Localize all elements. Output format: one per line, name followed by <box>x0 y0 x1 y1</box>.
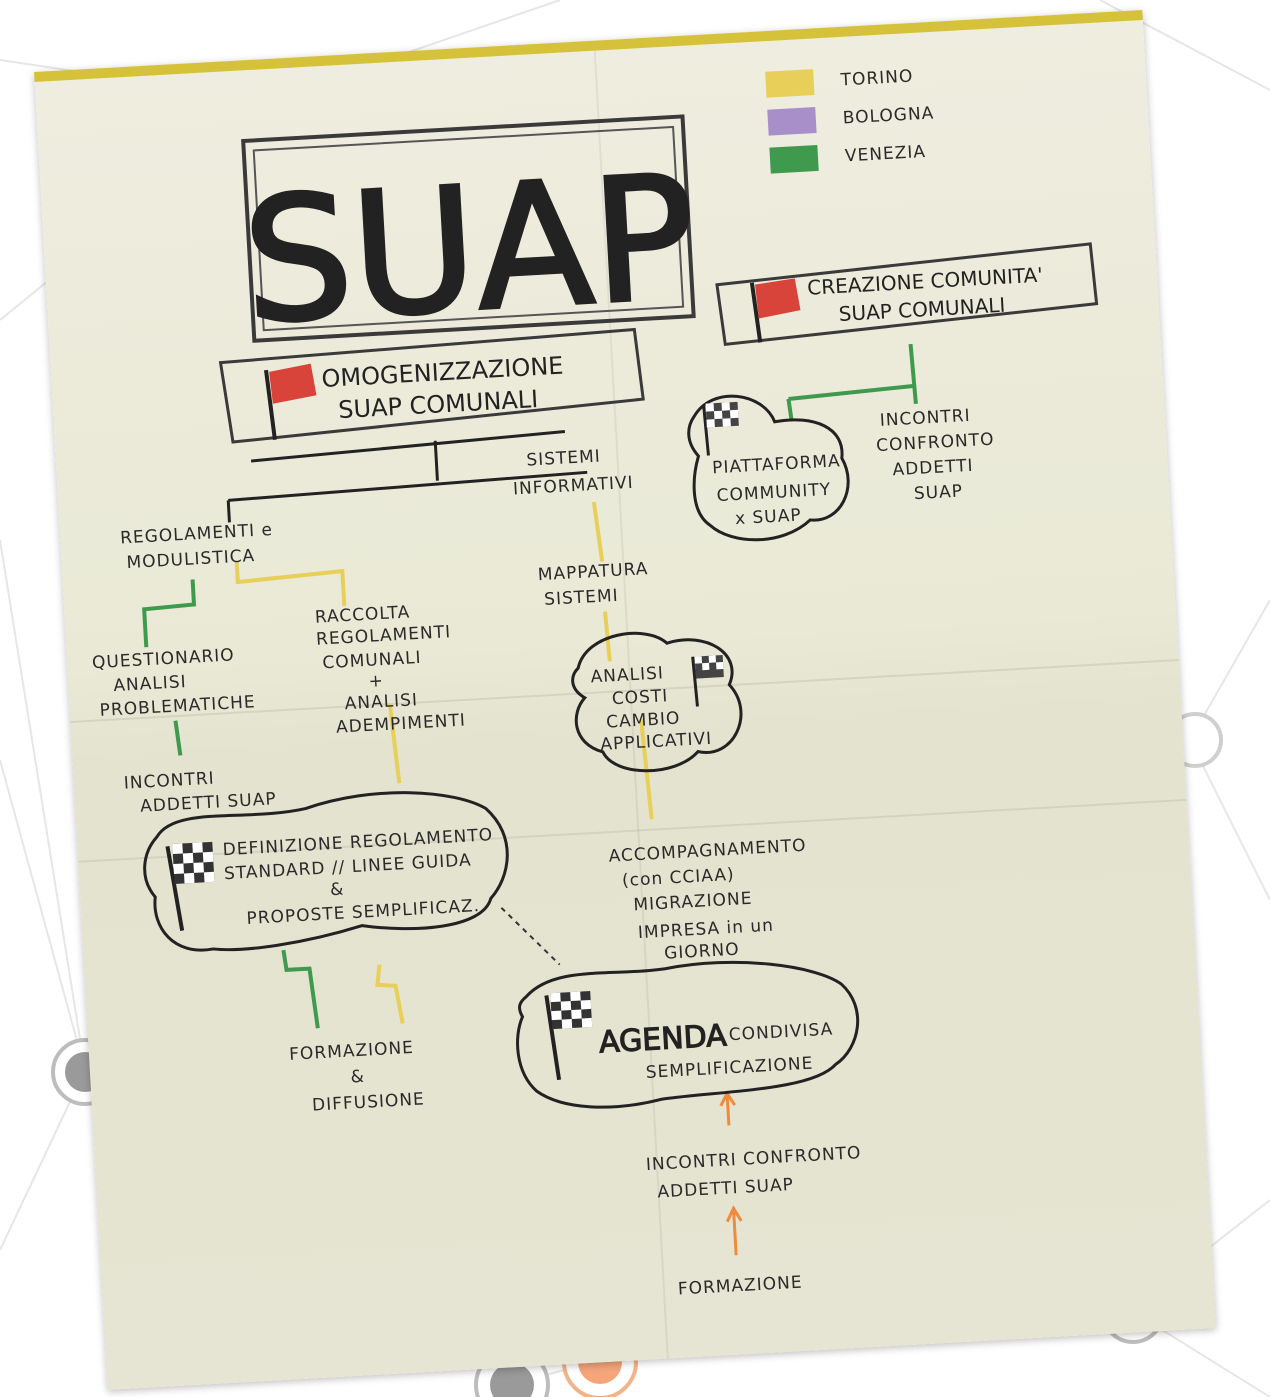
node-analisi-costi-line4: APPLICATIVI <box>600 729 713 755</box>
goal-left-line2: SUAP COMUNALI <box>338 385 539 424</box>
node-questionario-line1: QUESTIONARIO <box>92 645 236 673</box>
node-incontri-confronto-line3: ADDETTI <box>892 456 974 480</box>
milestone-piattaforma: PIATTAFORMA COMMUNITY x SUAP <box>687 394 850 542</box>
node-raccolta-line3: COMUNALI <box>322 648 422 674</box>
node-questionario-line2: ANALISI <box>113 672 187 696</box>
node-sistemi-line1: SISTEMI <box>526 447 601 471</box>
node-formazione-diffusione-line1: FORMAZIONE <box>289 1038 415 1065</box>
title-box: SUAP <box>237 114 702 364</box>
goal-right-line2: SUAP COMUNALI <box>838 293 1006 326</box>
node-incontri-confronto-line4: SUAP <box>913 481 963 504</box>
connectors-torino <box>234 501 654 1024</box>
node-raccolta-line4: + <box>368 671 384 692</box>
connectors-black <box>226 430 588 523</box>
legend-label-venezia: VENEZIA <box>844 142 926 166</box>
node-definizione-line3: & <box>330 880 345 901</box>
node-incontri-addetti-line1: INCONTRI <box>123 769 215 794</box>
node-regolamenti-line1: REGOLAMENTI e <box>120 520 274 549</box>
node-incontri-addetti-line2: ADDETTI SUAP <box>140 789 277 817</box>
node-analisi-costi-line2: COSTI <box>611 686 668 709</box>
node-definizione-line4: PROPOSTE SEMPLIFICAZ. <box>246 896 480 929</box>
node-incontri-confronto-line2: CONFRONTO <box>876 430 995 457</box>
legend-swatch-torino <box>765 69 815 98</box>
node-formazione-diffusione-line3: DIFFUSIONE <box>312 1089 426 1115</box>
node-analisi-costi-line3: CAMBIO <box>606 709 681 733</box>
node-accompagnamento-line1: ACCOMPAGNAMENTO <box>608 836 807 867</box>
node-piattaforma-line3: x SUAP <box>735 505 803 529</box>
goal-creazione-comunita: CREAZIONE COMUNITA' SUAP COMUNALI <box>715 242 1099 347</box>
page-title: SUAP <box>239 139 701 362</box>
node-agenda-line2: CONDIVISA <box>728 1019 833 1045</box>
node-accompagnamento-line5: GIORNO <box>664 940 740 964</box>
node-incontri-confronto-line1: INCONTRI <box>879 406 971 431</box>
node-mappatura-line1: MAPPATURA <box>537 559 649 585</box>
connectors-venezia <box>142 343 918 1029</box>
node-accompagnamento-line3: MIGRAZIONE <box>633 889 753 916</box>
node-agenda-line1: AGENDA <box>598 1018 728 1060</box>
node-raccolta-line1: RACCOLTA <box>314 602 410 627</box>
checkered-flag-icon <box>691 655 724 707</box>
node-raccolta-line6: ADEMPIMENTI <box>336 710 467 737</box>
node-accompagnamento-line2: (con CCIAA) <box>622 865 736 891</box>
node-analisi-costi-line1: ANALISI <box>590 663 664 687</box>
checkered-flag-icon <box>702 401 739 456</box>
node-raccolta-line5: ANALISI <box>344 690 418 714</box>
milestone-agenda: AGENDA CONDIVISA SEMPLIFICAZIONE <box>516 960 860 1109</box>
node-formazione-diffusione-line2: & <box>350 1067 365 1088</box>
node-accompagnamento-line4: IMPRESA in un <box>637 916 774 944</box>
goal-right-line1: CREAZIONE COMUNITA' <box>807 263 1044 300</box>
red-flag-icon <box>749 278 801 343</box>
dashed-connector <box>500 907 561 966</box>
node-piattaforma-line2: COMMUNITY <box>716 480 831 506</box>
arrows-orange <box>719 1090 743 1256</box>
milestone-analisi-costi: ANALISI COSTI CAMBIO APPLICATIVI <box>571 631 743 773</box>
checkered-flag-icon <box>544 990 593 1081</box>
node-mappatura-line2: SISTEMI <box>544 586 619 610</box>
node-questionario-line3: PROBLEMATICHE <box>99 692 256 721</box>
node-piattaforma-line1: PIATTAFORMA <box>712 451 842 478</box>
legend-swatch-bologna <box>767 107 817 136</box>
red-flag-icon <box>264 363 317 440</box>
node-incontri-bottom-line1: INCONTRI CONFRONTO <box>645 1143 862 1175</box>
node-formazione: FORMAZIONE <box>677 1273 803 1300</box>
node-agenda-line3: SEMPLIFICAZIONE <box>645 1054 814 1083</box>
checkered-flag-icon <box>165 841 215 931</box>
legend-label-bologna: BOLOGNA <box>842 103 934 128</box>
node-incontri-bottom-line2: ADDETTI SUAP <box>657 1175 794 1203</box>
legend-swatch-venezia <box>769 144 819 174</box>
legend-label-torino: TORINO <box>839 67 914 91</box>
legend: TORINO BOLOGNA VENEZIA <box>765 67 935 174</box>
